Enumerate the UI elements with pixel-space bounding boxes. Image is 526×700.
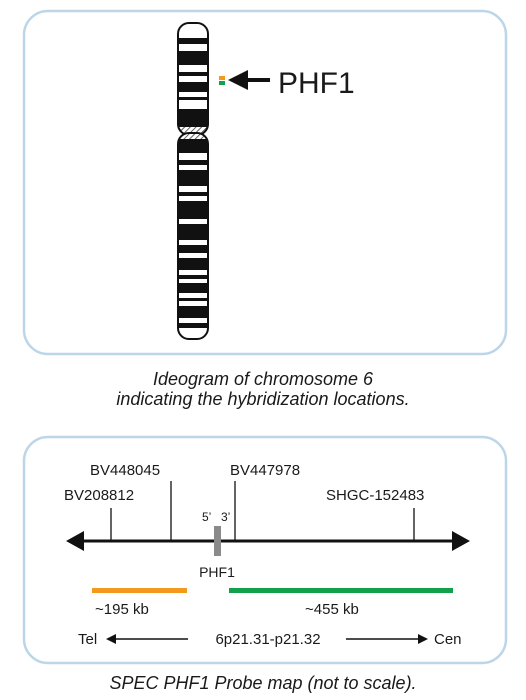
chromosome-6-p-arm	[178, 23, 208, 135]
phf1-map-label: PHF1	[199, 564, 235, 580]
orange-probe-size: ~195 kb	[95, 601, 149, 618]
cen-label: Cen	[434, 631, 462, 648]
marker-shgc-152483-label: SHGC-152483	[326, 487, 424, 504]
marker-bv208812-label: BV208812	[64, 487, 134, 504]
probe-map-panel	[22, 435, 508, 665]
gene-label: PHF1	[278, 67, 355, 100]
ideogram-panel	[22, 9, 508, 356]
ideogram-caption-line-1: Ideogram of chromosome 6	[153, 369, 374, 389]
tel-label: Tel	[78, 631, 97, 648]
strand-3-label: 3’	[221, 510, 230, 524]
ideogram-caption-line-2: indicating the hybridization locations.	[116, 389, 409, 409]
probe-map-caption: SPEC PHF1 Probe map (not to scale).	[109, 673, 416, 693]
cen-arrow-icon	[346, 634, 428, 644]
strand-5-label: 5’	[202, 510, 211, 524]
marker-bv447978-label: BV447978	[230, 462, 300, 479]
orange-signal-marker	[219, 76, 225, 80]
green-signal-marker	[219, 81, 225, 85]
chromosome-axis-line	[66, 531, 470, 551]
phf1-gene-marker	[214, 526, 221, 556]
q-arm-outline	[177, 132, 209, 340]
green-probe-size: ~455 kb	[305, 601, 359, 618]
orange-probe-bar	[92, 588, 187, 593]
tel-arrow-icon	[106, 634, 188, 644]
green-probe-bar	[229, 588, 453, 593]
locus-arrow-icon	[228, 70, 270, 90]
band-label: 6p21.31-p21.32	[215, 631, 320, 648]
marker-bv448045-label: BV448045	[90, 462, 160, 479]
chromosome-6-q-arm	[178, 133, 208, 339]
